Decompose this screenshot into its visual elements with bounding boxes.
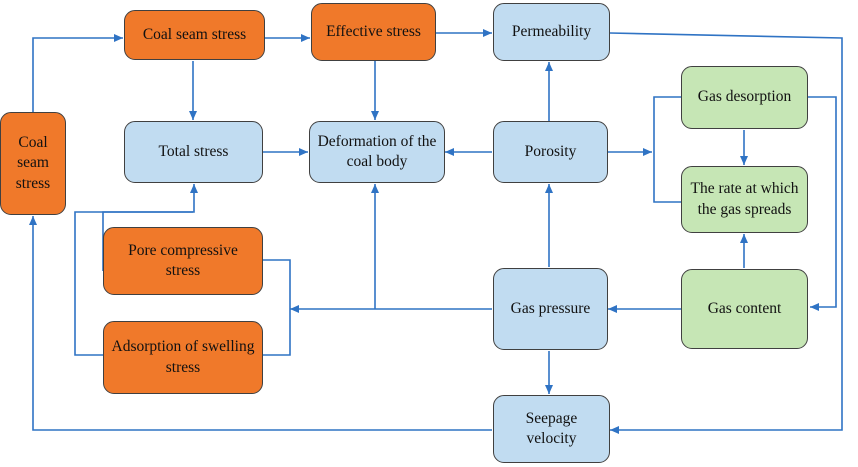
- node-adsorption-swelling-stress-label: Adsorption of swelling stress: [111, 338, 255, 376]
- node-gas-desorption-label: Gas desorption: [697, 88, 792, 106]
- bracket-pore-adsorption: [263, 259, 291, 356]
- node-coal-seam-stress-left: Coal seam stress: [0, 112, 66, 215]
- node-gas-spread-rate-label: The rate at which the gas spreads: [690, 180, 799, 218]
- node-porosity-label: Porosity: [524, 142, 577, 160]
- node-gas-pressure: Gas pressure: [493, 268, 608, 350]
- node-adsorption-swelling-stress: Adsorption of swelling stress: [103, 321, 263, 394]
- node-seepage-velocity-label: Seepage velocity: [525, 409, 578, 447]
- node-gas-desorption: Gas desorption: [681, 66, 808, 129]
- node-coal-seam-stress-top: Coal seam stress: [124, 10, 265, 60]
- node-deformation: Deformation of the coal body: [309, 121, 445, 183]
- node-gas-content-label: Gas content: [707, 299, 782, 317]
- arrow-left-stress-to-coal-seam-stress: [32, 34, 123, 112]
- arrow-desorption-to-gas-content: [808, 96, 837, 311]
- node-deformation-label: Deformation of the coal body: [317, 132, 437, 170]
- node-pore-compressive-stress-label: Pore compressive stress: [128, 241, 238, 279]
- node-coal-seam-stress-left-label: Coal seam stress: [15, 133, 51, 192]
- node-seepage-velocity: Seepage velocity: [493, 395, 610, 463]
- node-pore-compressive-stress: Pore compressive stress: [103, 227, 263, 295]
- node-gas-pressure-label: Gas pressure: [510, 299, 591, 317]
- node-permeability: Permeability: [493, 3, 610, 61]
- node-porosity: Porosity: [493, 121, 608, 183]
- node-effective-stress-label: Effective stress: [326, 22, 421, 40]
- arrow-permeability-to-seepage: [609, 32, 843, 434]
- node-total-stress-label: Total stress: [158, 142, 229, 160]
- node-gas-content: Gas content: [681, 269, 808, 349]
- connector-adsorption-left: [74, 211, 193, 356]
- node-permeability-label: Permeability: [511, 22, 592, 40]
- node-coal-seam-stress-top-label: Coal seam stress: [142, 25, 247, 43]
- node-total-stress: Total stress: [124, 121, 263, 183]
- node-effective-stress: Effective stress: [311, 3, 436, 61]
- arrow-seepage-to-left-stress: [29, 216, 492, 431]
- node-gas-spread-rate: The rate at which the gas spreads: [681, 166, 808, 233]
- bracket-gas-group: [653, 96, 681, 203]
